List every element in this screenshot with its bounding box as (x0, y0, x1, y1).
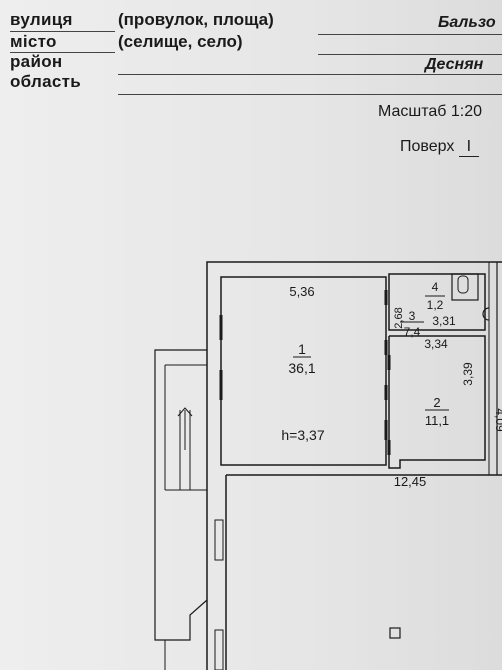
street-value-underline (318, 34, 502, 35)
room-3-bottom-dim: 3,31 (432, 314, 456, 328)
district-label: район (10, 52, 63, 71)
room-3-side-dim: 2,68 (393, 307, 405, 328)
room-2-area: 11,1 (425, 413, 449, 428)
room-2-side-dim: 3,39 (461, 362, 475, 386)
region-underline (118, 94, 502, 95)
floor-label: Поверх (400, 138, 455, 155)
washbasin-fixture (482, 307, 490, 321)
floor-line: Поверх I (400, 138, 479, 157)
city-type-hint: (селище, село) (118, 32, 243, 51)
room-4-cabin (451, 273, 479, 301)
district-value: Деснян (425, 56, 484, 73)
district-underline (118, 74, 502, 75)
city-underline (10, 52, 115, 53)
street-underline (10, 31, 115, 32)
room-2-top-dim: 3,34 (424, 337, 448, 351)
room-1-height: h=3,37 (281, 427, 324, 443)
room-4-number: 4 (432, 280, 439, 294)
stair-outline (154, 349, 208, 641)
street-type-hint: (провулок, площа) (118, 10, 274, 29)
city-label: місто (10, 32, 57, 51)
street-label: вулиця (10, 10, 73, 29)
form-header: вулиця (провулок, площа) Бальзо місто (с… (0, 0, 502, 100)
room-1-top-dim: 5,36 (289, 284, 314, 299)
room-3-4-outline (388, 273, 486, 331)
right-edge-dim: 4,09 (493, 408, 502, 432)
street-value: Бальзо (438, 14, 496, 31)
floor-value: I (458, 138, 479, 157)
scale-text: Масштаб 1:20 (378, 103, 483, 120)
region-label: область (10, 72, 82, 91)
room-2-outline (388, 335, 486, 469)
room-4-area: 1,2 (427, 298, 444, 312)
room-3-number: 3 (409, 309, 416, 323)
room-1-area: 36,1 (288, 360, 315, 376)
small-square (389, 627, 401, 639)
toilet-fixture (457, 275, 469, 294)
room-2-number: 2 (433, 395, 440, 410)
room-1-number: 1 (298, 341, 306, 357)
outer-wall-outline (206, 261, 502, 670)
total-width-dim: 12,45 (394, 474, 427, 489)
city-value-underline (318, 54, 502, 55)
room-3-area: 7,4 (404, 325, 421, 339)
